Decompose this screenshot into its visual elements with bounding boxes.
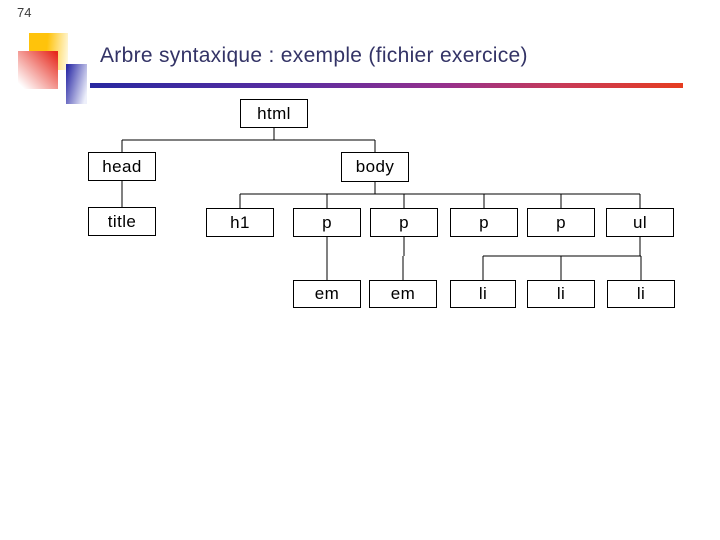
- page-number: 74: [17, 5, 32, 20]
- tree-node-p4: p: [527, 208, 595, 237]
- tree-node-li3: li: [607, 280, 675, 308]
- tree-node-html: html: [240, 99, 308, 128]
- tree-node-p2: p: [370, 208, 438, 237]
- tree-node-p1: p: [293, 208, 361, 237]
- slide-title: Arbre syntaxique : exemple (fichier exer…: [100, 44, 528, 67]
- tree-node-body: body: [341, 152, 409, 182]
- tree-node-title: title: [88, 207, 156, 236]
- tree-node-em2: em: [369, 280, 437, 308]
- title-underline-bar: [90, 83, 683, 88]
- tree-node-h1: h1: [206, 208, 274, 237]
- decor-blue-square-icon: [66, 64, 87, 104]
- tree-node-head: head: [88, 152, 156, 181]
- tree-node-li2: li: [527, 280, 595, 308]
- decor-red-square-icon: [18, 51, 58, 89]
- tree-node-em1: em: [293, 280, 361, 308]
- tree-node-p3: p: [450, 208, 518, 237]
- tree-node-li1: li: [450, 280, 516, 308]
- tree-node-ul: ul: [606, 208, 674, 237]
